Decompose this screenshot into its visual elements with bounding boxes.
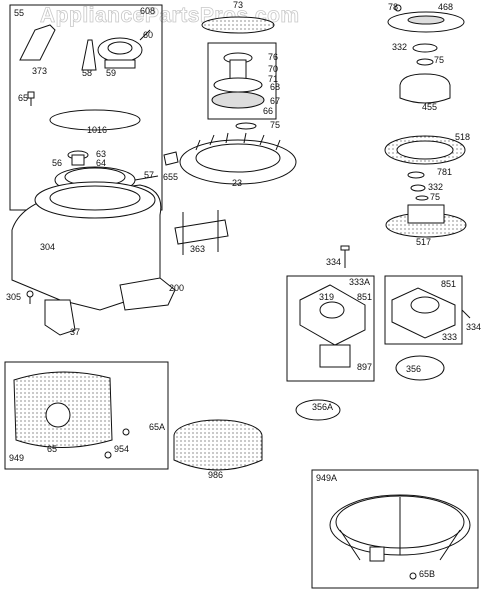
part-label: 37	[70, 327, 80, 337]
part-label: 1016	[87, 125, 107, 135]
part-label: 23	[232, 178, 242, 188]
part-label: 58	[82, 68, 92, 78]
part-label: 851	[357, 292, 372, 302]
blower-housing-group	[9, 4, 163, 211]
part-label: 319	[319, 292, 334, 302]
part-label: 518	[455, 132, 470, 142]
baffle-200	[119, 277, 176, 311]
part-label: 65	[47, 444, 57, 454]
part-label: 655	[163, 172, 178, 182]
part-label: 65A	[149, 422, 165, 432]
part-label: 75	[430, 192, 440, 202]
part-label: 305	[6, 292, 21, 302]
part-label: 200	[169, 283, 184, 293]
part-label: 70	[268, 64, 278, 74]
air-cleaner-group-949	[4, 361, 169, 470]
part-label: 949A	[316, 473, 337, 483]
clip-655	[163, 151, 179, 166]
bracket-363	[174, 210, 229, 255]
filter-986	[173, 419, 263, 471]
part-label: 356	[406, 364, 421, 374]
part-label: 304	[40, 242, 55, 252]
part-label: 986	[208, 470, 223, 480]
part-label: 851	[441, 279, 456, 289]
part-label: 65B	[419, 569, 435, 579]
part-label: 468	[438, 2, 453, 12]
part-label: 75	[270, 120, 280, 130]
part-label: 73	[233, 0, 243, 10]
part-label: 71	[268, 74, 278, 84]
part-label: 60	[143, 30, 153, 40]
wire-356A	[295, 399, 341, 421]
screen-group-949A	[311, 469, 479, 589]
part-label: 897	[357, 362, 372, 372]
part-label: 332	[392, 42, 407, 52]
part-label: 75	[434, 55, 444, 65]
ignition-group-333	[384, 275, 471, 345]
part-label: 608	[140, 6, 155, 16]
part-label: 67	[270, 96, 280, 106]
part-label: 64	[96, 158, 106, 168]
part-label: 373	[32, 66, 47, 76]
part-label: 65	[18, 93, 28, 103]
part-label: 517	[416, 237, 431, 247]
part-label: 333	[442, 332, 457, 342]
part-label: 954	[114, 444, 129, 454]
part-label: 332	[428, 182, 443, 192]
part-label: 63	[96, 149, 106, 159]
part-label: 55	[14, 8, 24, 18]
part-label: 356A	[312, 402, 333, 412]
part-label: 59	[106, 68, 116, 78]
part-label: 66	[263, 106, 273, 116]
wire-356	[395, 355, 445, 381]
part-label: 363	[190, 244, 205, 254]
part-label: 781	[437, 167, 452, 177]
part-label: 68	[270, 82, 280, 92]
part-label: 334	[326, 257, 341, 267]
part-label: 56	[52, 158, 62, 168]
part-label: 333A	[349, 277, 370, 287]
part-label: 76	[268, 52, 278, 62]
part-label: 949	[9, 453, 24, 463]
ignition-group-333A	[286, 245, 375, 382]
flywheel-group	[179, 16, 297, 185]
part-label: 78	[388, 2, 398, 12]
part-label: 334	[466, 322, 481, 332]
blower-housing-304	[11, 181, 162, 336]
starter-cup-group	[384, 4, 467, 238]
part-label: 57	[144, 170, 154, 180]
part-label: 455	[422, 102, 437, 112]
